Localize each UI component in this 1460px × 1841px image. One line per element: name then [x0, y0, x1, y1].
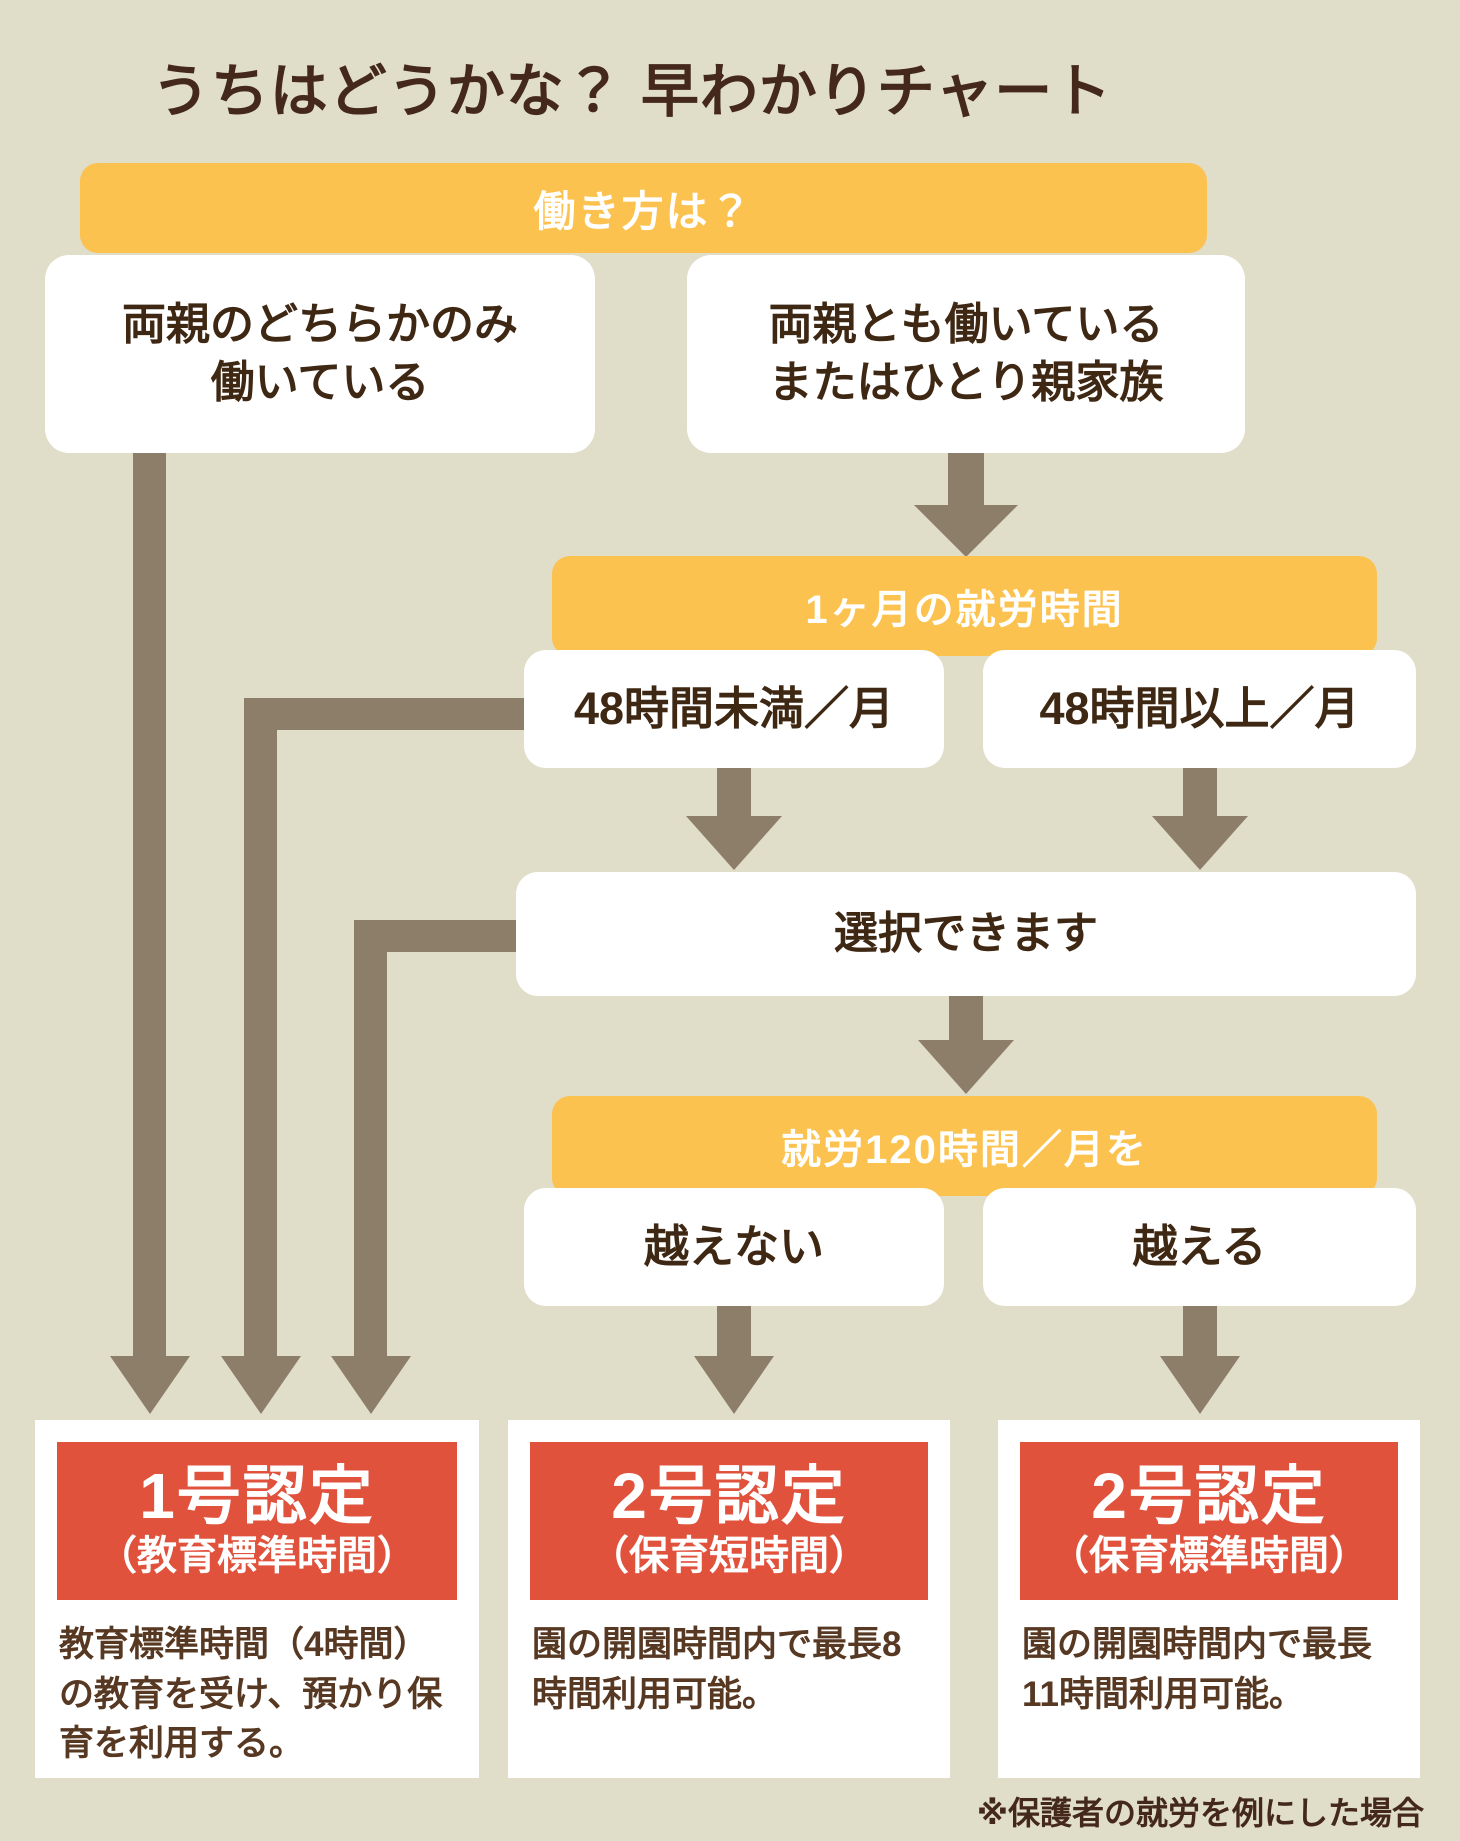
choice-box-label: 選択できます	[834, 908, 1098, 958]
result-title: 2号認定	[1091, 1460, 1327, 1533]
result-header: 1号認定 （教育標準時間）	[57, 1442, 457, 1600]
arrow-exceed-shaft	[1183, 1306, 1217, 1358]
option-under-48h: 48時間未満／月	[524, 650, 944, 768]
arrow-down-icon	[914, 505, 1018, 557]
option-exceed-label: 越える	[1132, 1221, 1267, 1273]
result-description: 園の開園時間内で最長8時間利用可能。	[532, 1625, 902, 1714]
arrow-down-icon	[686, 816, 782, 870]
option-over-48h-label: 48時間以上／月	[1039, 683, 1360, 735]
arrow-under48-shaft	[717, 768, 751, 818]
option-both-working-parents: 両親とも働いている またはひとり親家族	[687, 255, 1245, 453]
result-description: 教育標準時間（4時間）の教育を受け、預かり保育を利用する。	[59, 1625, 443, 1764]
result-card-type2-standard: 2号認定 （保育標準時間） 園の開園時間内で最長11時間利用可能。	[998, 1420, 1420, 1778]
option-both-working-parents-label: 両親とも働いている またはひとり親家族	[768, 299, 1164, 407]
arrow-down-icon	[331, 1356, 411, 1414]
arrow-choice-shaft	[949, 996, 983, 1042]
footnote: ※保護者の就労を例にした場合	[976, 1795, 1424, 1831]
option-exceed: 越える	[983, 1188, 1416, 1306]
result-subtitle: （保育標準時間）	[1049, 1533, 1369, 1578]
question-banner-work-style: 働き方は？	[80, 163, 1207, 253]
connector-line-under48-horizontal	[244, 698, 528, 730]
option-single-working-parent-label: 両親のどちらかのみ 働いている	[122, 299, 518, 407]
option-not-exceed-label: 越えない	[643, 1221, 824, 1273]
result-header: 2号認定 （保育短時間）	[530, 1442, 928, 1600]
question-banner-120h-label: 就労120時間／月を	[781, 1128, 1148, 1172]
result-title: 2号認定	[611, 1460, 847, 1533]
choice-box: 選択できます	[516, 872, 1416, 996]
connector-line-under48-vertical	[244, 698, 277, 1358]
arrow-down-icon	[694, 1356, 774, 1414]
question-banner-120h: 就労120時間／月を	[552, 1096, 1377, 1196]
option-over-48h: 48時間以上／月	[983, 650, 1416, 768]
result-header: 2号認定 （保育標準時間）	[1020, 1442, 1398, 1600]
option-single-working-parent: 両親のどちらかのみ 働いている	[45, 255, 595, 453]
arrow-down-icon	[918, 1040, 1014, 1094]
result-description: 園の開園時間内で最長11時間利用可能。	[1022, 1625, 1373, 1714]
result-card-type2-short: 2号認定 （保育短時間） 園の開園時間内で最長8時間利用可能。	[508, 1420, 950, 1778]
arrow-down-icon	[221, 1356, 301, 1414]
connector-line-choice-vertical	[354, 920, 387, 1358]
result-subtitle: （教育標準時間）	[97, 1533, 417, 1578]
arrow-down-icon	[110, 1356, 190, 1414]
option-under-48h-label: 48時間未満／月	[573, 683, 895, 735]
question-banner-work-style-label: 働き方は？	[533, 187, 754, 235]
arrow-down-icon	[1152, 816, 1248, 870]
result-subtitle: （保育短時間）	[589, 1533, 869, 1578]
option-not-exceed: 越えない	[524, 1188, 944, 1306]
question-banner-monthly-hours-label: 1ヶ月の就労時間	[805, 588, 1124, 632]
arrow-down-icon	[1160, 1356, 1240, 1414]
question-banner-monthly-hours: 1ヶ月の就労時間	[552, 556, 1377, 656]
arrow-over48-shaft	[1183, 768, 1217, 818]
arrow-not-exceed-shaft	[717, 1306, 751, 1358]
result-title: 1号認定	[139, 1460, 375, 1533]
result-card-type1: 1号認定 （教育標準時間） 教育標準時間（4時間）の教育を受け、預かり保育を利用…	[35, 1420, 479, 1778]
arrow-both-working-shaft	[948, 451, 984, 507]
connector-line-single-parent	[133, 453, 166, 1358]
page-title: うちはどうかな？ 早わかりチャート	[151, 59, 1113, 124]
